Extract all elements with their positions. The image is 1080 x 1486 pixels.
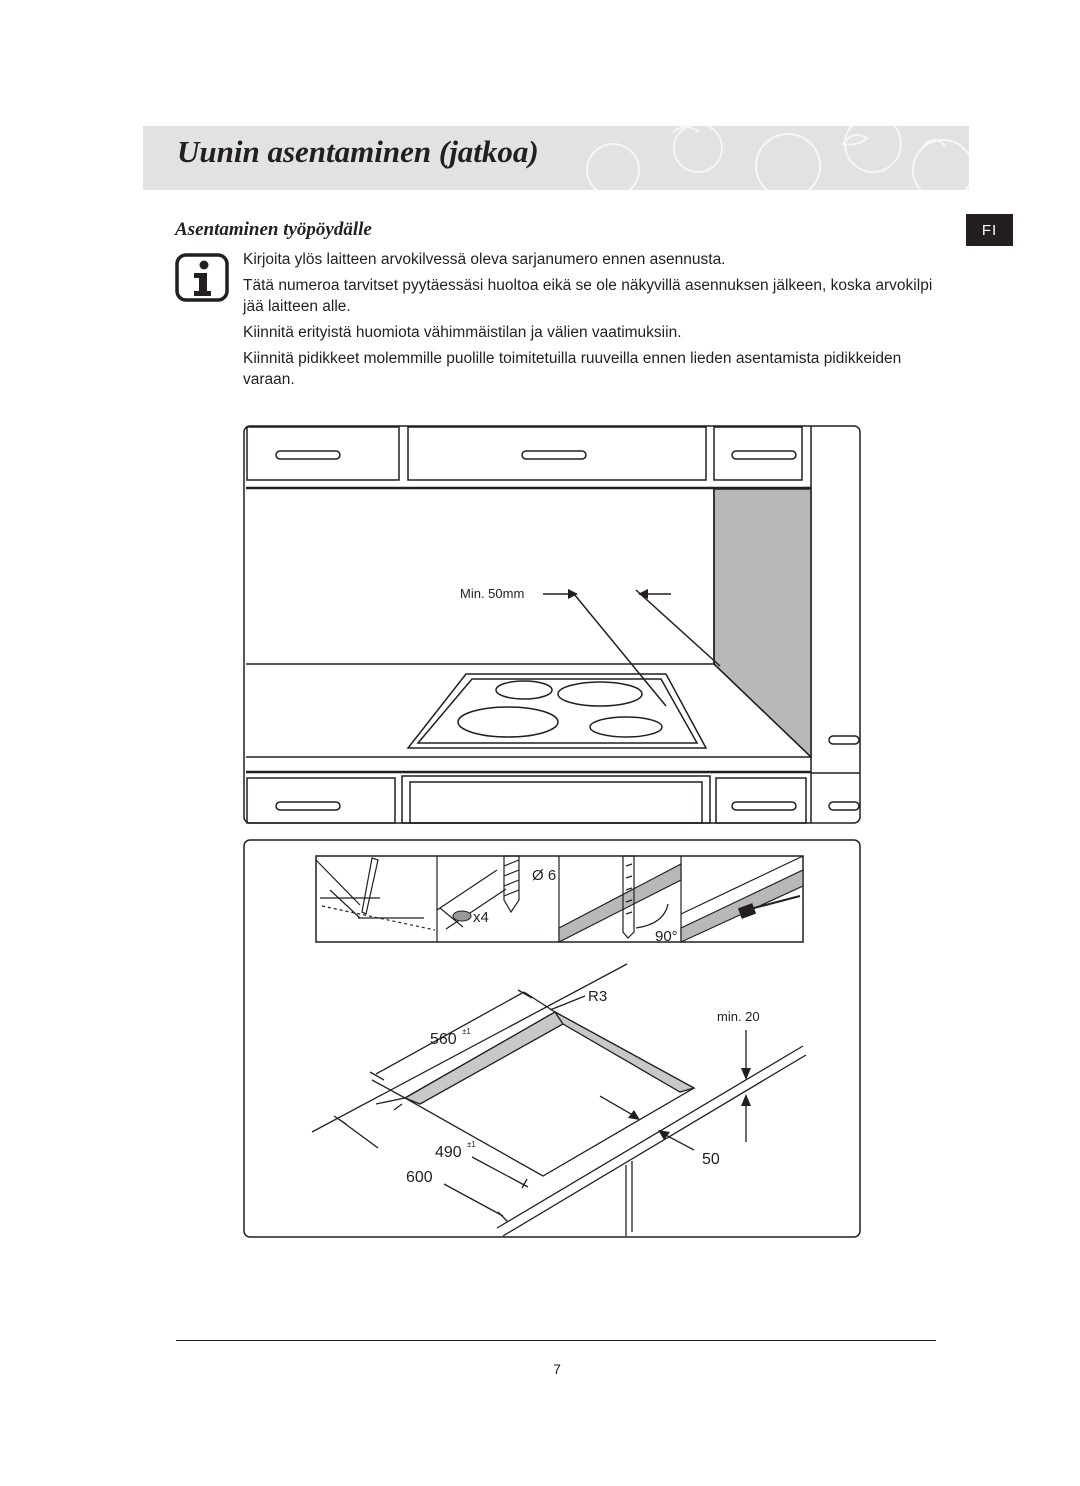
width-tolerance: ±1 <box>462 1027 471 1036</box>
section-title: Asentaminen työpöydälle <box>175 219 372 240</box>
header-band: Uunin asentaminen (jatkoa) <box>143 126 969 190</box>
edge-distance-label: 50 <box>702 1151 720 1168</box>
lower-cabinet-left <box>246 777 396 824</box>
upper-cabinet-middle <box>407 426 707 481</box>
info-icon <box>175 253 229 302</box>
language-badge: FI <box>966 214 1013 246</box>
min-clearance-label: min. 20 <box>717 1009 760 1024</box>
hob <box>406 673 708 749</box>
burner <box>457 706 559 738</box>
cutout-dimensions-figure: Ø 6 x4 90° <box>243 839 861 1238</box>
clip-count-label: x4 <box>473 909 489 926</box>
kitchen-installation-figure: Min. 50mm <box>243 425 861 824</box>
width-label: 560 <box>430 1031 457 1048</box>
min-gap-label: Min. 50mm <box>460 586 524 601</box>
note-service-number: Tätä numeroa tarvitset pyytäessäsi huolt… <box>243 277 933 315</box>
tomato-decoration <box>586 126 969 190</box>
upper-cabinet-right <box>713 426 803 481</box>
worktop-depth-label: 600 <box>406 1169 433 1186</box>
page-title: Uunin asentaminen (jatkoa) <box>177 134 539 169</box>
note-brackets: Kiinnitä pidikkeet molemmille puolille t… <box>243 350 902 388</box>
burner <box>589 716 663 738</box>
depth-label: 490 <box>435 1144 462 1161</box>
depth-tolerance: ±1 <box>467 1140 476 1149</box>
burner <box>557 681 643 707</box>
angle-label: 90° <box>655 928 678 945</box>
page-number: 7 <box>553 1361 561 1377</box>
burner <box>495 680 553 700</box>
oven-front <box>401 775 711 824</box>
figure-frame <box>243 839 861 1238</box>
note-serial-number: Kirjoita ylös laitteen arvokilvessä olev… <box>243 251 726 268</box>
installation-notes: Kirjoita ylös laitteen arvokilvessä olev… <box>243 249 943 395</box>
upper-cabinet-left <box>246 426 400 481</box>
drill-size-label: Ø 6 <box>532 867 556 884</box>
footer-rule <box>176 1340 936 1341</box>
lower-cabinet-right <box>715 777 807 824</box>
radius-label: R3 <box>588 988 607 1005</box>
note-clearance: Kiinnitä erityistä huomiota vähimmäistil… <box>243 324 682 341</box>
